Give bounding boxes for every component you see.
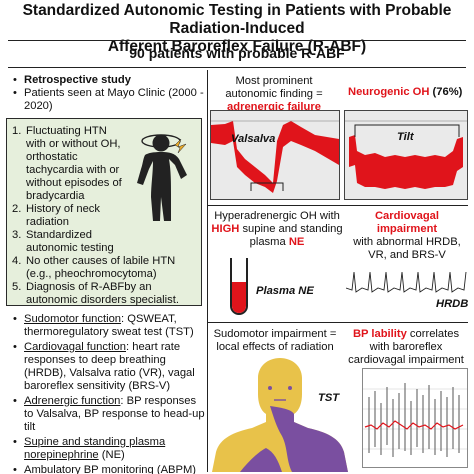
dizzy-person-icon (137, 134, 187, 221)
tilt-label: Tilt (397, 131, 414, 143)
valsalva-label: Valsalva (231, 133, 276, 145)
cardiovagal-title: Cardiovagal impairment (374, 210, 440, 235)
criteria-list: 1.Fluctuating HTN with or without OH, or… (12, 125, 198, 307)
tst-label: TST (318, 392, 340, 404)
subtitle: 90 patients with probable R-ABF (129, 45, 345, 61)
study-item: Patients seen at Mayo Clinic (2000 - 202… (12, 87, 204, 113)
inclusion-criteria-box: 1.Fluctuating HTN with or without OH, or… (6, 118, 202, 306)
hrdb-trace (346, 271, 467, 293)
row-divider-1 (208, 205, 468, 206)
abpm-trace (363, 383, 467, 457)
tst-body-icon (212, 358, 348, 472)
criteria-item: 2.History of neck radiation (12, 203, 100, 228)
test-tube-icon (230, 258, 248, 315)
hyperadrenergic-finding: Hyperadrenergic OH with HIGH supine and … (211, 210, 343, 248)
criteria-item: 4.No other causes of labile HTN (e.g., p… (12, 255, 176, 280)
cardiovagal-finding: Cardiovagal impairment with abnormal HRD… (344, 210, 470, 262)
test-item: Supine and standing plasma norepinephrin… (12, 436, 206, 462)
title-line-2: Afferent Baroreflex Failure (R-ABF) (107, 38, 367, 55)
sudomotor-finding: Sudomotor impairment = local effects of … (213, 328, 337, 353)
tilt-trace (345, 120, 467, 189)
test-item: Sudomotor function: QSWEAT, thermoregula… (12, 313, 206, 339)
tilt-trace-panel: Tilt (344, 110, 468, 200)
test-item: Adrenergic function: BP responses to Val… (12, 395, 206, 434)
column-divider (207, 70, 208, 472)
criteria-item: 3.Standardized autonomic testing (12, 229, 114, 254)
adrenergic-finding: Most prominent autonomic finding = adren… (225, 75, 323, 113)
criteria-item: 1.Fluctuating HTN with or without OH, or… (12, 125, 122, 202)
study-list: Retrospective study Patients seen at May… (12, 74, 204, 113)
cardiovagal-detail: with abnormal HRDB, VR, and BRS-V (353, 236, 461, 261)
abpm-trace-panel (362, 368, 468, 468)
test-item: Ambulatory BP monitoring (ABPM) (12, 464, 206, 474)
bp-lability-finding: BP lability correlates with baroreflex c… (348, 328, 464, 366)
neurogenic-oh-finding: Neurogenic OH (76%) (348, 86, 463, 98)
subtitle-divider (8, 67, 466, 68)
study-item: Retrospective study (12, 74, 204, 87)
title-divider (8, 40, 466, 41)
row-divider-2 (208, 322, 468, 323)
plasma-ne-label: Plasma NE (256, 285, 314, 297)
valsalva-trace-panel: Valsalva (210, 110, 340, 200)
tests-list: Sudomotor function: QSWEAT, thermoregula… (12, 313, 206, 474)
criteria-item: 5.Diagnosis of R-ABFby an autonomic diso… (12, 281, 179, 306)
valsalva-trace (211, 120, 339, 193)
poster-title: Standardized Autonomic Testing in Patien… (0, 2, 474, 56)
hrdb-label: HRDB (436, 298, 469, 310)
title-line-1: Standardized Autonomic Testing in Patien… (22, 2, 452, 37)
test-item: Cardiovagal function: heart rate respons… (12, 341, 206, 393)
